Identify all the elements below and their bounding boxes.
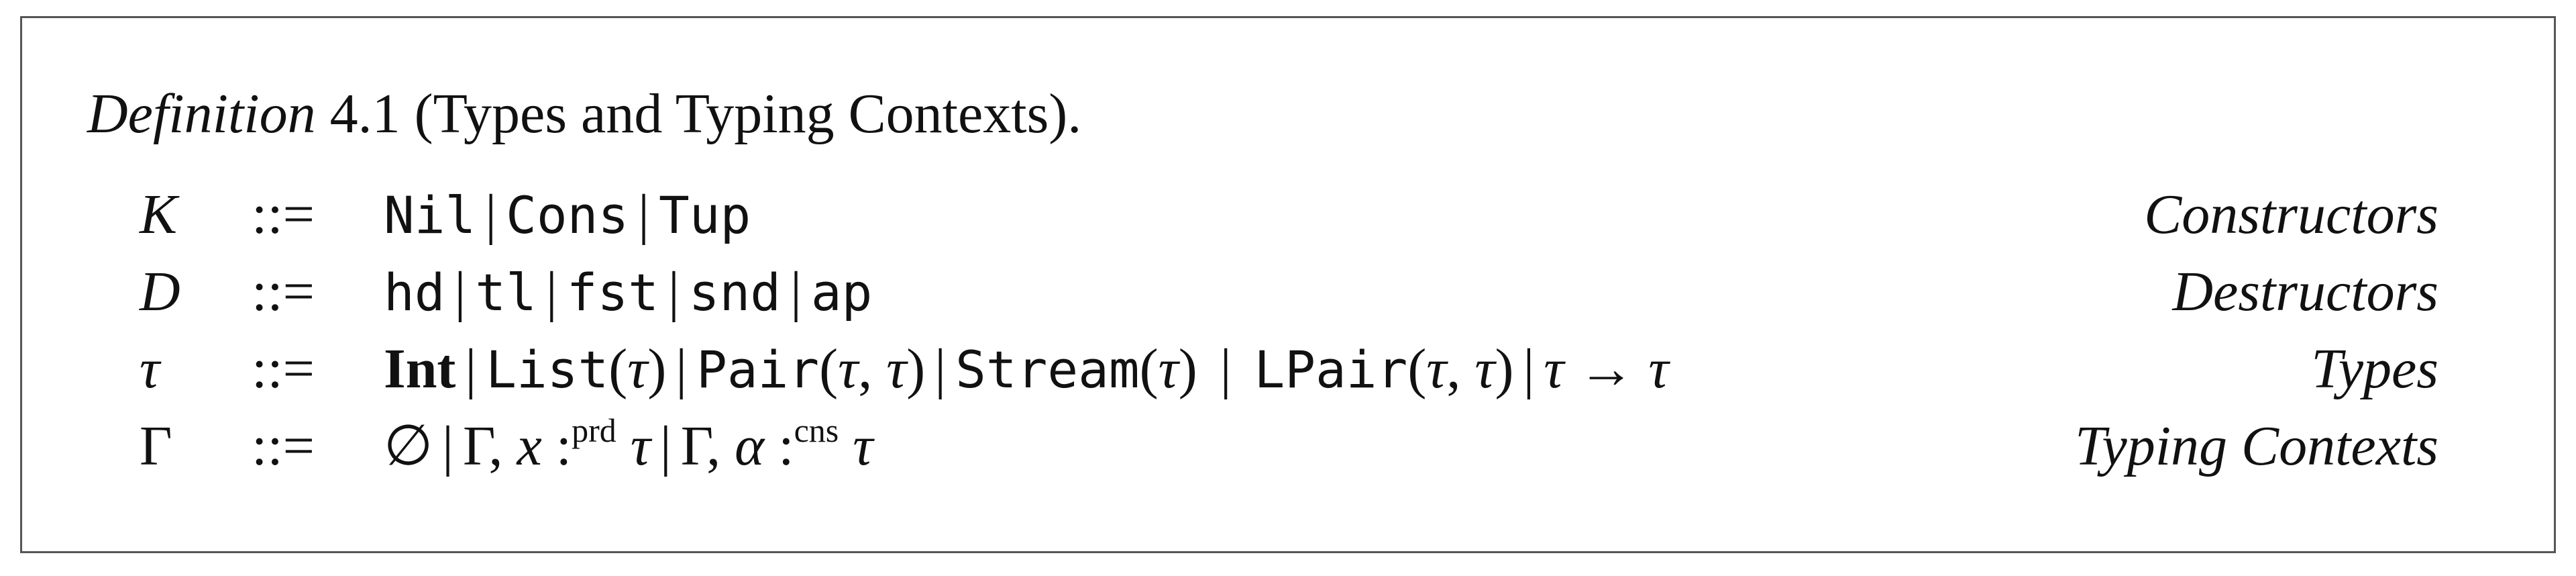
- definition-box: [20, 16, 2556, 553]
- separator: |: [790, 260, 802, 323]
- nonterminal-gamma: Γ: [140, 415, 172, 477]
- nonterminal-k: K: [140, 183, 178, 246]
- empty-context: ∅: [384, 415, 433, 477]
- production-operator: ::=: [252, 415, 315, 477]
- destructor-ap: ap: [810, 262, 873, 322]
- production-operator: ::=: [252, 260, 315, 323]
- separator: |: [545, 260, 557, 323]
- definition-heading: (Types and Typing Contexts).: [414, 83, 1082, 145]
- type-lpair: LPair(τ, τ): [1254, 338, 1514, 400]
- definition-label: Definition: [87, 83, 316, 145]
- nonterminal-d: D: [140, 260, 180, 323]
- grammar-row-typing-contexts: Γ ::= ∅|Γ, x :prd τ|Γ, α :cns τ Typing C…: [0, 413, 2576, 480]
- category-label: Types: [2311, 338, 2438, 400]
- context-producer-extension: Γ, x :prd τ: [463, 412, 651, 477]
- type-stream: Stream(τ): [955, 338, 1197, 400]
- type-list: List(τ): [486, 338, 667, 400]
- separator: |: [934, 338, 947, 400]
- destructor-hd: hd: [384, 262, 445, 322]
- separator: |: [676, 338, 688, 400]
- context-consumer-extension: Γ, α :cns τ: [680, 412, 873, 477]
- production-operator: ::=: [252, 183, 315, 246]
- constructor-nil: Nil: [384, 185, 476, 245]
- grammar-row-constructors: K ::= Nil|Cons|Tup Constructors: [0, 181, 2576, 248]
- destructor-tl: tl: [475, 262, 537, 322]
- constructor-tup: Tup: [658, 185, 751, 245]
- separator: |: [485, 183, 497, 246]
- separator: |: [1220, 338, 1232, 400]
- separator: |: [465, 338, 477, 400]
- type-pair: Pair(τ, τ): [696, 338, 926, 400]
- nonterminal-tau: τ: [140, 338, 160, 400]
- category-label: Typing Contexts: [2074, 415, 2438, 477]
- definition-title: Definition 4.1 (Types and Typing Context…: [87, 81, 1081, 148]
- production-operator: ::=: [252, 338, 315, 400]
- category-label: Constructors: [2144, 183, 2438, 246]
- grammar-row-types: τ ::= Int|List(τ)|Pair(τ, τ)|Stream(τ)|L…: [0, 336, 2576, 403]
- separator: |: [454, 260, 466, 323]
- separator: |: [638, 183, 649, 246]
- production-rhs: Nil|Cons|Tup: [384, 181, 751, 249]
- definition-number: 4.1: [329, 83, 400, 145]
- destructor-fst: fst: [566, 262, 659, 322]
- grammar-row-destructors: D ::= hd|tl|fst|snd|ap Destructors: [0, 258, 2576, 326]
- production-rhs: ∅|Γ, x :prd τ|Γ, α :cns τ: [384, 413, 873, 480]
- separator: |: [667, 260, 680, 323]
- production-rhs: Int|List(τ)|Pair(τ, τ)|Stream(τ)|LPair(τ…: [384, 336, 1668, 403]
- separator: |: [659, 415, 672, 477]
- separator: |: [1523, 338, 1535, 400]
- separator: |: [442, 415, 453, 477]
- destructor-snd: snd: [688, 262, 782, 322]
- type-function: τ → τ: [1544, 338, 1669, 400]
- production-rhs: hd|tl|fst|snd|ap: [384, 258, 872, 326]
- type-int: Int: [384, 338, 456, 400]
- arrow-icon: →: [1578, 338, 1635, 400]
- category-label: Destructors: [2172, 260, 2438, 323]
- constructor-cons: Cons: [506, 185, 629, 245]
